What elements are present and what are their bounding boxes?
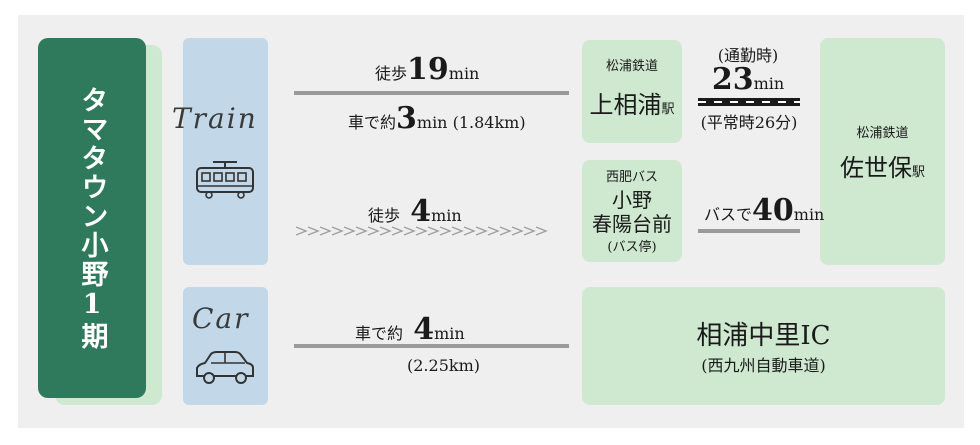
route-line-car — [294, 344, 569, 348]
route-line-train — [294, 91, 569, 95]
train-mode-box — [183, 38, 268, 265]
rail-time: 23min — [711, 62, 785, 97]
title-box — [38, 38, 146, 398]
commute-label: (通勤時) — [717, 46, 779, 65]
bus-stop-name-1: 小野 — [612, 188, 652, 212]
car-to-ic-distance: (2.25km) — [407, 356, 480, 375]
railway-line — [698, 98, 800, 106]
bus-stop-name-2: 春陽台前 — [592, 212, 672, 236]
car-mode-label: Car — [192, 302, 250, 335]
car-to-station-time: 車で約3min (1.84km) — [348, 101, 526, 136]
normal-time-label: (平常時26分) — [700, 113, 798, 132]
sasebo-line: 松浦鉄道 — [856, 126, 909, 141]
kamiaiura-station-name: 上相浦駅 — [589, 91, 675, 119]
bus-stop-box — [582, 160, 682, 262]
kamiaiura-station-box — [582, 40, 682, 143]
bus-company: 西肥バス — [605, 170, 658, 185]
route-line-bus — [698, 229, 800, 233]
kamiaiura-line: 松浦鉄道 — [605, 59, 658, 74]
car-icon — [196, 351, 254, 384]
property-title: タマタウン小野1期 — [76, 85, 108, 351]
sasebo-station-name: 佐世保駅 — [839, 154, 925, 182]
ic-road: (西九州自動車道) — [701, 356, 826, 375]
ic-box — [582, 287, 945, 405]
bus-stop-note: (バス停) — [607, 240, 657, 255]
walk-to-station-time: 徒歩19min — [375, 52, 480, 87]
bus-time: バスで40min — [704, 193, 825, 228]
train-icon — [196, 161, 254, 199]
car-to-ic-time: 車で約 4min — [355, 312, 465, 347]
car-mode-box — [183, 287, 268, 405]
ic-name: 相浦中里IC — [696, 321, 831, 351]
sasebo-station-box — [820, 38, 945, 265]
walk-to-bus-time: 徒歩 4min — [368, 194, 462, 229]
train-mode-label: Train — [172, 102, 258, 135]
walk-chevron-line — [295, 226, 548, 236]
